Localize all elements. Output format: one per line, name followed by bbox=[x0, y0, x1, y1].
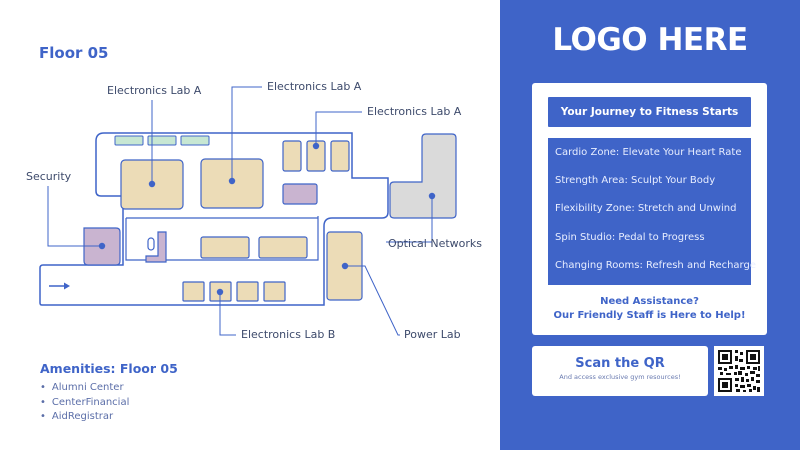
room-optical-networks bbox=[389, 133, 457, 219]
leader-optical-networks bbox=[386, 196, 433, 243]
window-2 bbox=[147, 135, 177, 146]
label-electronics-lab-b: Electronics Lab B bbox=[241, 328, 336, 341]
window-1 bbox=[114, 135, 144, 146]
room-mid-2 bbox=[258, 236, 308, 259]
room-small-1 bbox=[282, 140, 302, 172]
room-b-4 bbox=[263, 281, 286, 302]
leader-power-lab bbox=[345, 265, 400, 336]
logo: LOGO HERE bbox=[552, 22, 748, 58]
assistance-line-1: Need Assistance? bbox=[600, 296, 699, 307]
marker-power-lab bbox=[341, 262, 349, 270]
qr-code[interactable] bbox=[714, 346, 764, 396]
scan-title: Scan the QR bbox=[575, 356, 665, 371]
marker-electronics-lab-a-1 bbox=[148, 180, 156, 188]
room-mid-1 bbox=[200, 236, 250, 259]
column-marker bbox=[147, 237, 155, 251]
scan-subtitle: And access exclusive gym resources! bbox=[559, 373, 681, 381]
room-small-3 bbox=[330, 140, 350, 172]
promo-headline: Your Journey to Fitness Starts Here! bbox=[548, 97, 751, 148]
label-electronics-lab-a-1: Electronics Lab A bbox=[107, 84, 202, 97]
room-b-3 bbox=[236, 281, 259, 302]
scan-qr-box: Scan the QR And access exclusive gym res… bbox=[532, 346, 708, 396]
leader-electronics-lab-a-3 bbox=[315, 111, 362, 146]
amenity-item: CenterFinancial bbox=[40, 396, 129, 411]
zone-item: Spin Studio: Pedal to Progress bbox=[555, 231, 705, 243]
amenities-title: Amenities: Floor 05 bbox=[40, 361, 178, 376]
leader-electronics-lab-a-2 bbox=[231, 86, 262, 181]
leader-electronics-lab-b bbox=[219, 292, 236, 336]
amenity-item: AidRegistrar bbox=[40, 410, 129, 425]
floor-title: Floor 05 bbox=[39, 44, 109, 62]
room-b-1 bbox=[182, 281, 205, 302]
label-power-lab: Power Lab bbox=[404, 328, 461, 341]
entrance-arrow-icon bbox=[49, 282, 70, 290]
label-security: Security bbox=[26, 170, 72, 183]
amenities-list: Alumni Center CenterFinancial AidRegistr… bbox=[40, 381, 129, 425]
room-purple-small bbox=[282, 183, 318, 205]
zone-list: Cardio Zone: Elevate Your Heart Rate Str… bbox=[548, 138, 756, 285]
label-optical-networks: Optical Networks bbox=[388, 237, 483, 250]
window-3 bbox=[180, 135, 210, 146]
zone-item: Flexibility Zone: Stretch and Unwind bbox=[555, 203, 737, 215]
amenity-item: Alumni Center bbox=[40, 381, 129, 396]
zone-item: Strength Area: Sculpt Your Body bbox=[555, 175, 716, 187]
marker-electronics-lab-a-3 bbox=[312, 142, 320, 150]
qr-code-icon bbox=[714, 346, 764, 396]
label-electronics-lab-a-3: Electronics Lab A bbox=[367, 105, 462, 118]
marker-optical-networks bbox=[428, 192, 436, 200]
zone-item: Changing Rooms: Refresh and Recharge bbox=[555, 259, 756, 271]
room-purple-l bbox=[145, 231, 167, 263]
label-electronics-lab-a-2: Electronics Lab A bbox=[267, 80, 362, 93]
zone-item: Cardio Zone: Elevate Your Heart Rate bbox=[555, 147, 742, 158]
assistance-text: Need Assistance? Our Friendly Staff is H… bbox=[532, 295, 767, 323]
marker-electronics-lab-b bbox=[216, 288, 224, 296]
assistance-line-2: Our Friendly Staff is Here to Help! bbox=[553, 310, 746, 321]
map-panel: Floor 05 bbox=[0, 0, 500, 450]
leader-security bbox=[47, 186, 102, 247]
promo-card: Your Journey to Fitness Starts Here! Car… bbox=[532, 83, 767, 335]
floor-map bbox=[39, 86, 457, 336]
marker-electronics-lab-a-2 bbox=[228, 177, 236, 185]
inner-outline bbox=[125, 216, 319, 261]
marker-security bbox=[98, 242, 106, 250]
